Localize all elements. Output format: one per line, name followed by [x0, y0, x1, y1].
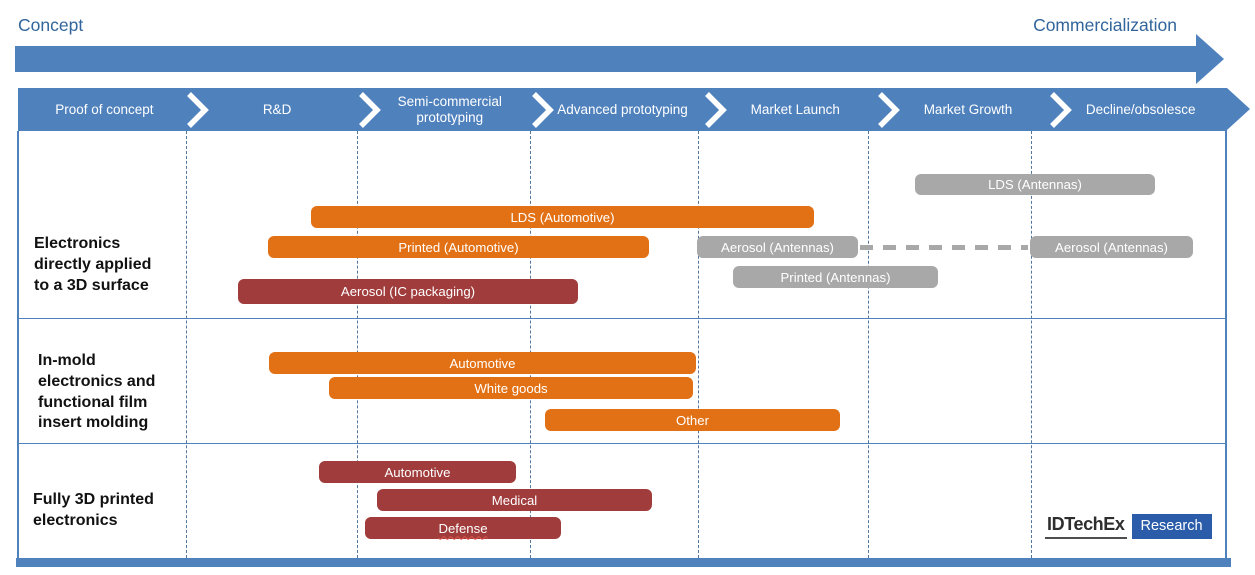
stage-header-market-launch: Market Launch [750, 101, 840, 117]
bar-aerosol-antennas-late: Aerosol (Antennas) [1030, 236, 1193, 258]
bar-f3dp-automotive: Automotive [319, 461, 516, 483]
section-label-fully-3d-printed: Fully 3D printed electronics [33, 491, 154, 529]
timeline-arrow-bar [15, 46, 1196, 72]
stage-header-proof-of-concept: Proof of concept [55, 101, 154, 117]
bar-aerosol-ic-packaging: Aerosol (IC packaging) [238, 279, 578, 304]
section-separator [17, 443, 1227, 444]
stage-gridline [698, 131, 699, 558]
stage-chevron-icon [186, 92, 209, 128]
bar-ime-automotive: Automotive [269, 352, 696, 374]
stage-gridline [530, 131, 531, 558]
stage-chevron-icon [1050, 92, 1073, 128]
stage-header-rd: R&D [262, 101, 292, 117]
stage-header-advanced-prototyping: Advanced prototyping [557, 101, 688, 117]
bar-lds-automotive: LDS (Automotive) [311, 206, 814, 228]
stage-gridline [1031, 131, 1032, 558]
chart-left-border [17, 131, 19, 558]
stage-gridline [186, 131, 187, 558]
section-separator [17, 318, 1227, 319]
bar-f3dp-medical: Medical [377, 489, 652, 511]
stage-gridline [868, 131, 869, 558]
bar-f3dp-defense: Defense [365, 517, 561, 539]
stage-chevron-icon [877, 92, 900, 128]
commercialization-label: Commercialization [1033, 15, 1177, 35]
bar-aerosol-antennas-early: Aerosol (Antennas) [697, 236, 858, 258]
stage-header-semi-commercial-prototyping: Semi-commercial prototyping [397, 93, 502, 125]
idtechex-wordmark: IDTechEx [1045, 514, 1127, 539]
bar-ime-other: Other [545, 409, 840, 431]
chart-bottom-bar [16, 558, 1231, 567]
section-label-electronics-3d-surface: Electronics directly applied to a 3D sur… [34, 235, 152, 294]
aerosol-antennas-dashed-connector [860, 245, 1028, 250]
section-label-in-mold-electronics: In-mold electronics and functional film … [38, 352, 156, 432]
bar-printed-automotive: Printed (Automotive) [268, 236, 649, 258]
bar-lds-antennas: LDS (Antennas) [915, 174, 1155, 195]
bar-ime-white-goods: White goods [329, 377, 693, 399]
stage-chevron-icon [359, 92, 382, 128]
stage-chevron-icon [532, 92, 555, 128]
stage-header-band: Proof of concept R&D Semi-commercial pro… [18, 88, 1227, 131]
stage-band-arrow-tip-icon [1227, 88, 1250, 130]
concept-label: Concept [18, 15, 84, 35]
idtechex-research-badge: Research [1131, 514, 1212, 539]
timeline-arrowhead-icon [1196, 34, 1224, 84]
stage-header-market-growth: Market Growth [923, 101, 1013, 117]
stage-gridline [357, 131, 358, 558]
stage-chevron-icon [704, 92, 727, 128]
bar-printed-antennas: Printed (Antennas) [733, 266, 938, 288]
chart-right-border [1225, 131, 1227, 558]
idtechex-logo: IDTechEx Research [1041, 512, 1216, 541]
stage-header-decline-obsolesce: Decline/obsolesce [1085, 101, 1196, 117]
